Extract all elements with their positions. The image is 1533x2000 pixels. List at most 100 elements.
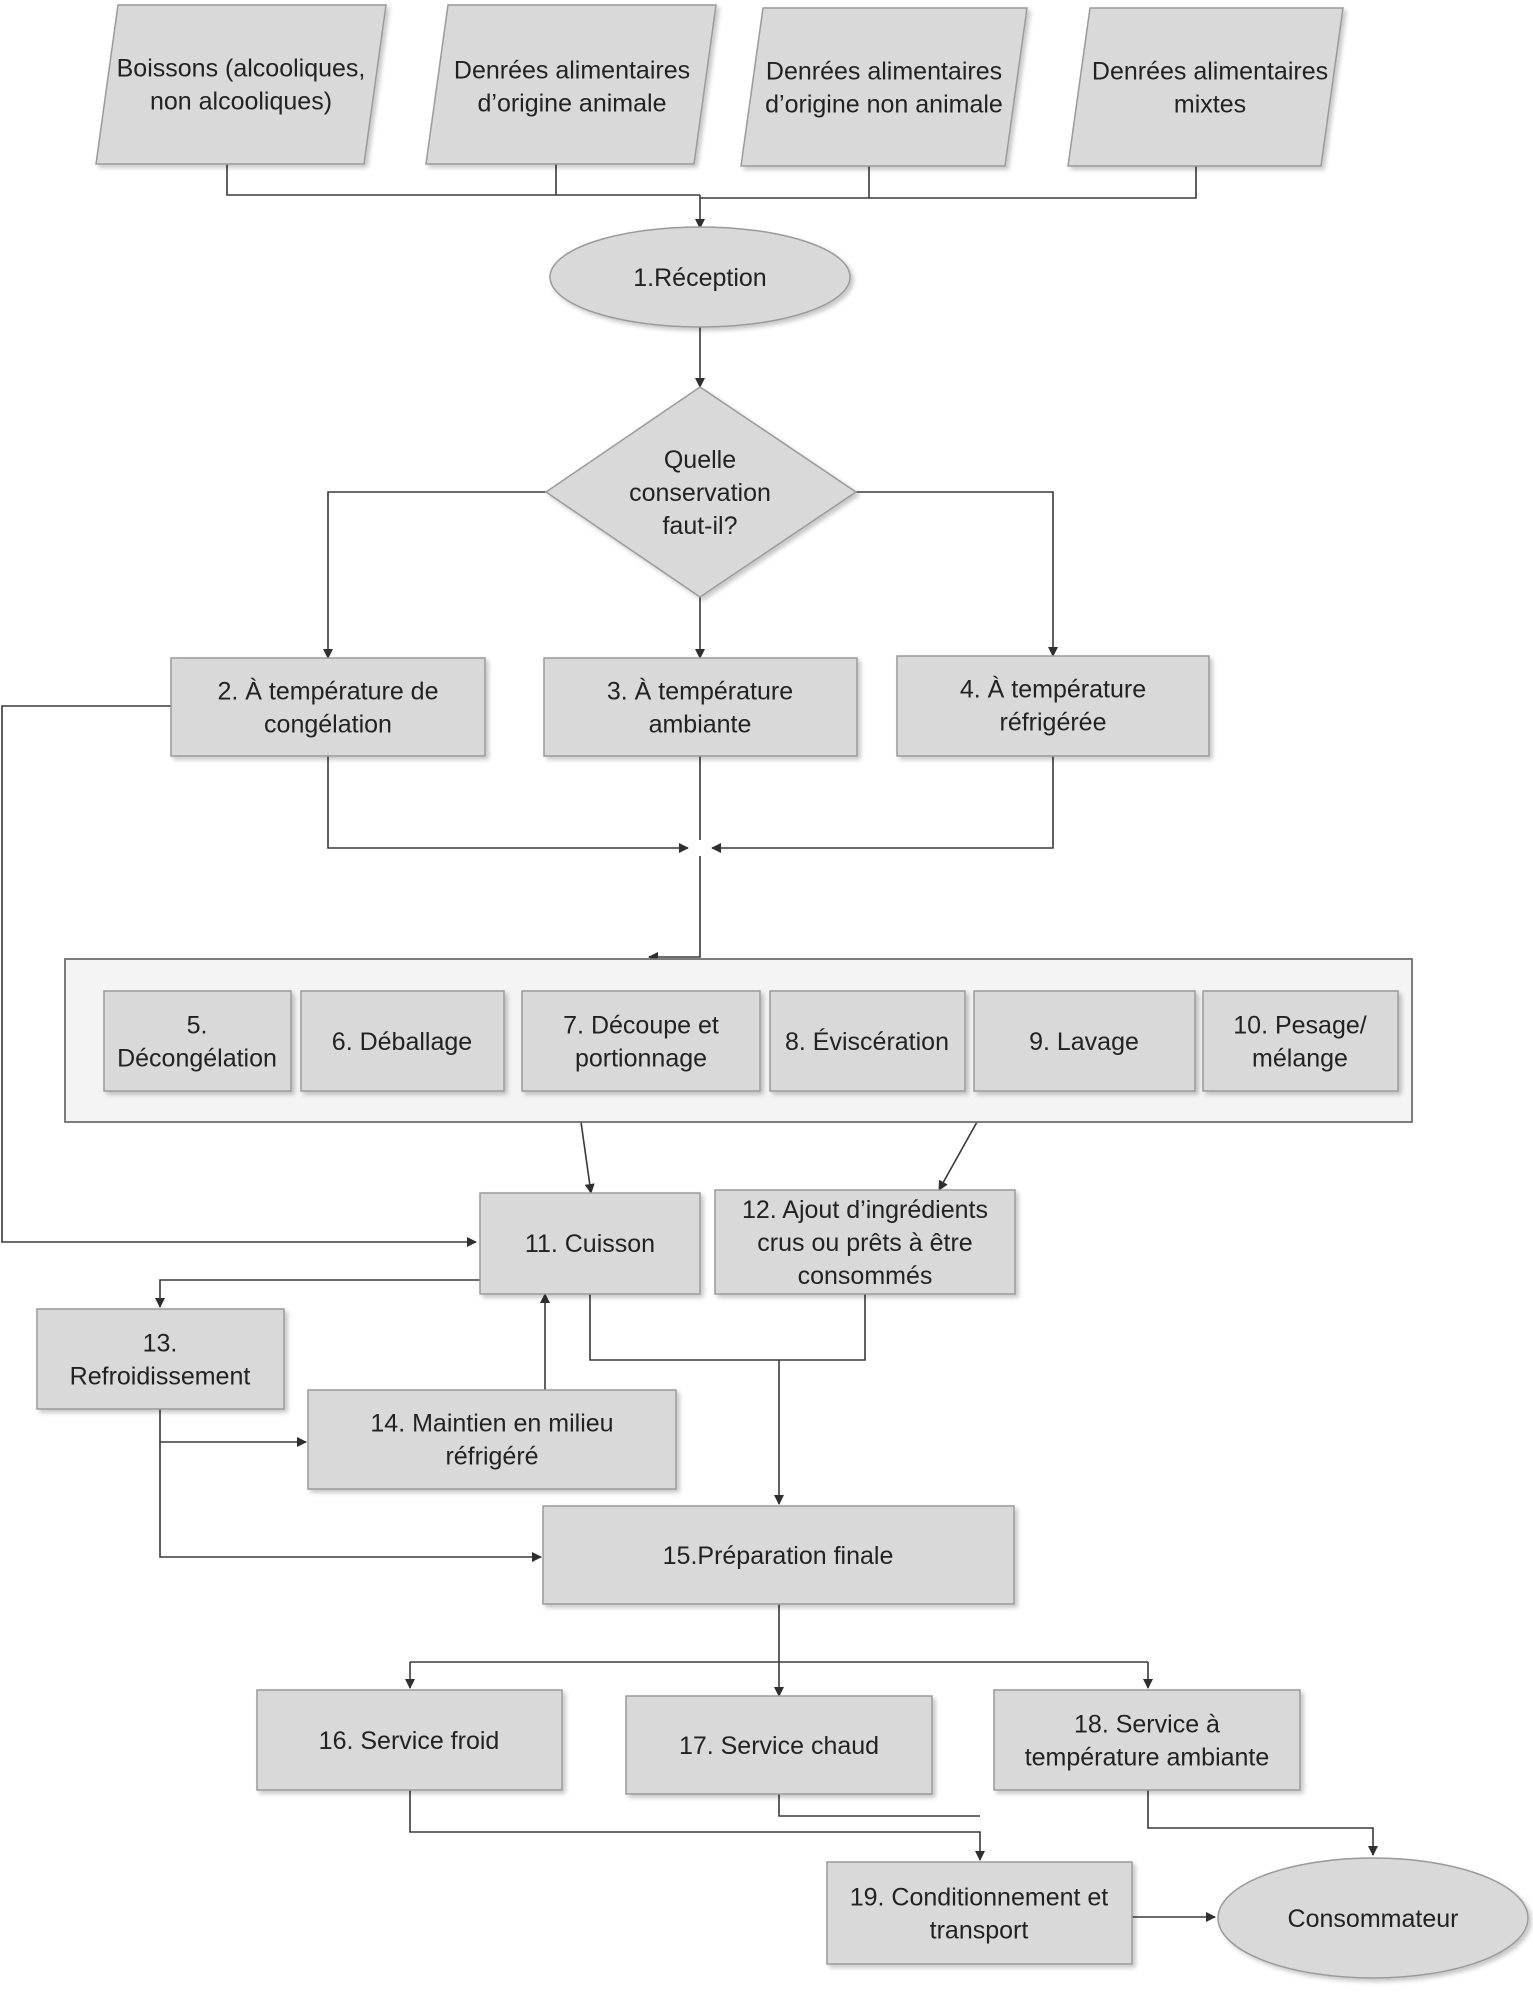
input-nonanimale-label-line-1: Denrées alimentaires	[766, 58, 1002, 86]
edge-mixtes-merge	[869, 166, 1197, 199]
consommateur-label: Consommateur	[1288, 1905, 1459, 1933]
ajout-label-line-3: consommés	[798, 1262, 933, 1290]
cuisson-label-line-1: 11. Cuisson	[525, 1230, 655, 1258]
service-chaud-label-line-1: 17. Service chaud	[679, 1732, 879, 1760]
step-decoupe-label-line-2: portionnage	[575, 1045, 707, 1073]
edge-decision-congelation	[323, 491, 546, 659]
decision-label-line-3: faut-il?	[662, 512, 737, 540]
edge-refrigeree-merge	[711, 756, 1054, 853]
refroidissement-label-line-2: Refroidissement	[70, 1363, 251, 1391]
ajout-label-line-1: 12. Ajout d’ingrédients	[742, 1196, 988, 1224]
decision-node	[544, 386, 858, 598]
storage-ambiante-label-line-1: 3. À température	[607, 677, 793, 706]
reception-label: 1.Réception	[633, 264, 766, 292]
connectors	[1, 164, 1378, 1922]
service-chaud-node	[625, 1695, 933, 1795]
service-ambiant-label-line-2: température ambiante	[1025, 1744, 1270, 1772]
refroidissement-label: 13. Refroidissement	[70, 1330, 251, 1391]
step-decongelation-label-line-2: Décongélation	[117, 1045, 277, 1073]
ajout-node	[714, 1189, 1016, 1295]
preparation-finale-node	[542, 1505, 1015, 1605]
input-mixtes-label-line-1: Denrées alimentaires	[1092, 58, 1328, 86]
step-pesage-label-line-2: mélange	[1252, 1045, 1348, 1073]
input-boissons-label: Boissons (alcooliques, non alcooliques)	[117, 55, 366, 116]
step-evisceration-node	[769, 990, 966, 1092]
step-pesage-label-line-1: 10. Pesage/	[1233, 1012, 1366, 1040]
refroidissement-node	[36, 1308, 285, 1410]
service-ambiant-label-line-1: 18. Service à	[1074, 1711, 1220, 1739]
input-boissons-label-line-1: Boissons (alcooliques,	[117, 55, 366, 83]
conditionnement-label-line-1: 19. Conditionnement et	[850, 1884, 1109, 1912]
input-mixtes-shape	[1067, 7, 1344, 167]
storage-congelation-label-line-1: 2. À température de	[218, 677, 439, 706]
input-nonanimale-label: Denrées alimentaires d’origine non animal…	[765, 58, 1003, 119]
cuisson-node	[479, 1192, 701, 1295]
reception-label-line-1: 1.Réception	[633, 264, 766, 292]
maintien-label: 14. Maintien en milieu réfrigéré	[370, 1410, 613, 1471]
maintien-node	[307, 1389, 677, 1490]
edge-congelation-to-cuisson	[1, 705, 477, 1247]
service-chaud-label: 17. Service chaud	[679, 1732, 879, 1760]
step-pesage-label: 10. Pesage/mélange	[1233, 1012, 1366, 1073]
edge-refroidissement-preparation	[159, 1442, 542, 1562]
maintien-label-line-1: 14. Maintien en milieu	[370, 1410, 613, 1438]
step-deballage-label: 6. Déballage	[332, 1028, 472, 1056]
edge-service-froid-down	[409, 1790, 985, 1861]
ajout-label: 12. Ajout d’ingrédients crus ou prêts à ê…	[742, 1196, 988, 1290]
edge-nonanimale-merge	[700, 166, 870, 199]
storage-congelation-label-line-2: congélation	[264, 711, 392, 739]
edge-group-to-cuisson	[580, 1121, 595, 1194]
step-decongelation-label: 5.Décongélation	[117, 1012, 277, 1073]
input-boissons-label-line-2: non alcooliques)	[150, 88, 332, 116]
cuisson-label: 11. Cuisson	[525, 1230, 655, 1258]
refroidissement-label-line-1: 13.	[143, 1330, 178, 1358]
consommateur-label-line-1: Consommateur	[1288, 1905, 1459, 1933]
input-animale-label-line-2: d’origine animale	[477, 90, 666, 118]
edge-service-ambiant-consommateur	[1147, 1790, 1378, 1856]
input-animale-shape	[425, 4, 717, 165]
maintien-label-line-2: réfrigéré	[445, 1443, 538, 1471]
conditionnement-label: 19. Conditionnement et transport	[850, 1884, 1109, 1945]
service-froid-label: 16. Service froid	[319, 1727, 500, 1755]
service-ambiant-label: 18. Service à température ambiante	[1025, 1711, 1270, 1772]
conditionnement-label-line-2: transport	[930, 1917, 1029, 1945]
decision-label: Quelle conservation faut-il?	[629, 446, 771, 540]
preparation-finale-label: 15.Préparation finale	[663, 1542, 894, 1570]
service-froid-node	[256, 1689, 563, 1791]
input-boissons-shape	[95, 4, 387, 165]
edge-preparation-services	[410, 1604, 1148, 1663]
edge-boissons-merge	[226, 164, 700, 196]
ajout-label-line-2: crus ou prêts à être	[757, 1229, 972, 1257]
edge-refroidissement-maintien	[159, 1409, 307, 1447]
reception-node	[549, 226, 851, 328]
decision-label-line-2: conservation	[629, 479, 771, 507]
input-nonanimale-label-line-2: d’origine non animale	[765, 91, 1003, 119]
service-ambiant-node	[993, 1689, 1301, 1791]
consommateur-node	[1217, 1857, 1529, 1979]
step-decoupe-node	[521, 990, 761, 1092]
step-deballage-node	[300, 990, 505, 1092]
conditionnement-node	[826, 1861, 1133, 1965]
service-froid-label-line-1: 16. Service froid	[319, 1727, 500, 1755]
step-deballage-label-line-1: 6. Déballage	[332, 1028, 472, 1056]
decision-label-line-1: Quelle	[664, 446, 736, 474]
preparation-finale-label-line-1: 15.Préparation finale	[663, 1542, 894, 1570]
edge-group-to-ajout	[938, 1121, 978, 1191]
storage-refrigeree-label-line-1: 4. À température	[960, 675, 1146, 704]
edge-cuisson-ajout-merge	[589, 1294, 866, 1361]
step-evisceration-label-line-1: 8. Éviscération	[785, 1027, 949, 1056]
storage-ambiante-node	[543, 657, 858, 757]
edge-service-chaud-down	[778, 1794, 980, 1817]
step-lavage-label-line-1: 9. Lavage	[1029, 1028, 1139, 1056]
step-decongelation-node	[103, 990, 292, 1092]
storage-refrigeree-node	[896, 655, 1210, 757]
step-evisceration-label: 8. Éviscération	[785, 1027, 949, 1056]
step-lavage-label: 9. Lavage	[1029, 1028, 1139, 1056]
edge-congelation-merge	[327, 756, 689, 853]
